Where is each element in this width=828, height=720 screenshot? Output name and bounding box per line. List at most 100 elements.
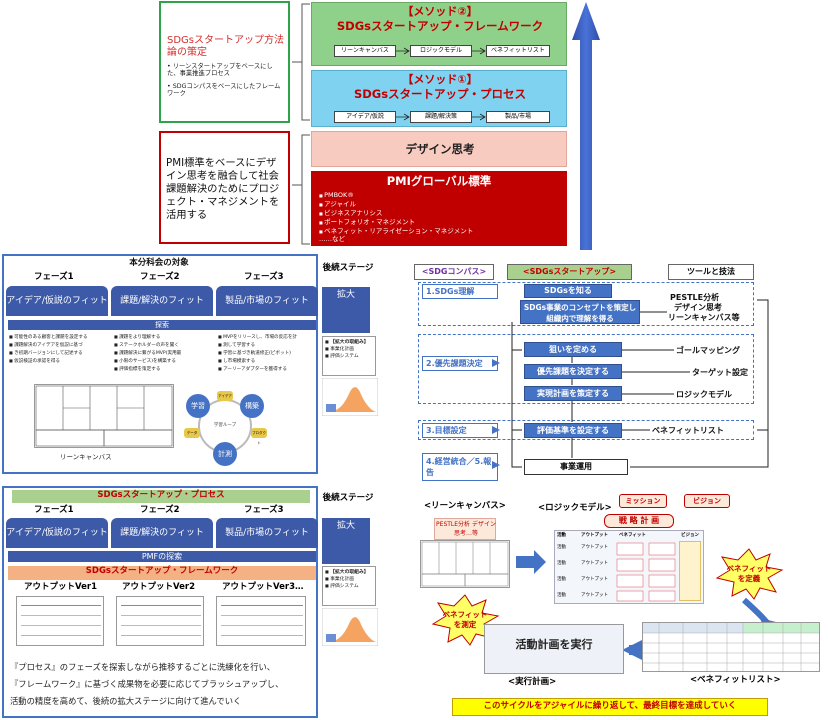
lean-canvas-thumbnail [34, 384, 174, 448]
cycle-small-data: データ [184, 428, 200, 438]
lm-col-vision: ビジョン [681, 533, 699, 538]
pmi-item: アジャイル [319, 200, 473, 209]
caption-line-3: 活動の精度を高めて、後続の拡大ステージに向けて進んでいく [10, 696, 242, 706]
step-3-text: 3.目標設定 [426, 426, 467, 435]
sdg-compass-panel: <SDGコンパス> <SDGsスタートアップ> ツールと技法 1.SDGs理解 … [412, 262, 826, 484]
later-items-2: 【拡大の取組み】 事業化計画 評価システム [325, 569, 369, 591]
thumb-line [221, 635, 303, 636]
cycle-small-idea: アイデア [217, 391, 233, 401]
lm-cell: アウトプット [581, 593, 608, 598]
phase1-list: 可能性のある顧客と課題を設定する 課題解決のアイデアを仮説に基づ き初期バージョ… [9, 334, 88, 366]
method2-arrows [396, 47, 486, 55]
list-item: アーリーアダプターを獲得する [218, 366, 297, 374]
thumb-line [21, 615, 101, 616]
list-item: 学習に基づき軌道修正(ピボット) [218, 350, 297, 358]
benefit-measure-text: ベネフィットを測定 [442, 610, 488, 629]
step-group-1 [418, 282, 754, 326]
pmi-item: ベネフィット・リアライゼーション・マネジメント [319, 227, 473, 236]
lean-phase-panel: 本分科会の対象 フェーズ1 フェーズ2 フェーズ3 アイデア/仮説のフィット 課… [2, 254, 318, 474]
tool-goal-mapping: ゴールマッピング [676, 346, 740, 355]
list-item: 小限のサービス)を構築する [114, 358, 181, 366]
design-thinking-box: デザイン思考 [311, 131, 567, 167]
agile-footer-text: このサイクルをアジャイルに繰り返して、最終目標を達成していく [483, 701, 737, 711]
method2-step-2: ロジックモデル [410, 45, 472, 57]
pmi-description-box: PMI標準をベースにデザイン思考を融合して社会課題解決のためにプロジェクト・マネ… [159, 131, 290, 244]
step-2-text: 2.優先課題決定 [426, 359, 483, 368]
output-label-3: アウトプットVer3… [222, 582, 304, 592]
tool-benefit: ベネフィットリスト [652, 426, 724, 435]
phase-box-1: アイデア/仮説のフィット [6, 286, 108, 316]
phase-label-1: フェーズ1 [34, 505, 74, 515]
header-tools-text: ツールと技法 [687, 267, 735, 276]
bracket-lines [292, 3, 310, 245]
pmi-item: ポートフォリオ・マネジメント [319, 218, 473, 227]
growth-chart-icon-2 [322, 608, 378, 646]
panel-title: 本分科会の対象 [129, 258, 189, 268]
agile-cycle-panel: <リーンキャンバス> PESTLE分析 デザイン思考…等 <ロジックモデル> ミ… [414, 486, 826, 718]
later-stage-label-2: 後続ステージ [322, 493, 374, 503]
pmi-item: PMBOK® [319, 191, 473, 200]
framework-label: SDGsスタートアップ・フレームワーク [85, 566, 239, 576]
box-plan: 実現計画を策定する [524, 386, 622, 401]
list-item: 課題解決のアイデアを仮説に基づ [9, 342, 88, 350]
vision-label: ビジョン [684, 494, 730, 508]
output-label-1: アウトプットVer1 [24, 582, 97, 592]
method1-box: 【メソッド①】 SDGsスタートアップ・プロセス アイデア/仮説 課題/解決策 … [311, 70, 567, 127]
box-operation: 事業運用 [524, 459, 628, 475]
output-thumbnail-3 [216, 596, 306, 646]
vision-text: ビジョン [693, 497, 721, 505]
method1-step-1: アイデア/仮説 [334, 111, 396, 123]
methodology-box: SDGsスタートアップ方法論の策定 • リーンスタートアップをベースにした、事業… [159, 1, 290, 123]
thumb-line [121, 635, 201, 636]
list-item: 【拡大の取組み】 [325, 339, 368, 346]
header-tools: ツールと技法 [668, 264, 754, 280]
list-item: 評価システム [325, 353, 369, 360]
lm-row: 活動 [557, 561, 566, 566]
later-items-1: 【拡大の取組み】 事業化計画 評価システム [325, 339, 369, 361]
lm-cell: アウトプット [581, 545, 608, 550]
top-section: SDGsスタートアップ方法論の策定 • リーンスタートアップをベースにした、事業… [0, 0, 828, 250]
lean-canvas-mini [421, 541, 509, 587]
tool-target: ターゲット設定 [692, 368, 748, 377]
lm-cells [616, 542, 676, 602]
right-arrow-icon [516, 550, 546, 574]
thumb-line [221, 605, 303, 606]
expand-label-2: 拡大 [336, 521, 355, 531]
lm-cell: アウトプット [581, 561, 608, 566]
methodology-title: SDGsスタートアップ方法論の策定 [167, 35, 285, 58]
later-items-box-2: 【拡大の取組み】 事業化計画 評価システム [322, 566, 376, 606]
lean-canvas-image [420, 540, 510, 588]
lm-col-benefit: ベネフィット [619, 533, 646, 538]
cycle-center-label: 学習ループ [213, 423, 237, 428]
lm-row: 活動 [557, 593, 566, 598]
lm-col-activity: 活動 [557, 533, 566, 538]
benefit-list-grid [643, 623, 819, 671]
lean-canvas-title: <リーンキャンバス> [424, 501, 506, 511]
pmf-label: PMFの探索 [141, 552, 183, 561]
tool-logic: ロジックモデル [676, 390, 732, 399]
list-item: き初期バージョンにして記述する [9, 350, 88, 358]
caption-line-2: 『フレームワーク』に基づく成果物を必要に応じてブラッシュアップし、 [10, 679, 284, 689]
header-sdgs-startup-text: <SDGsスタートアップ> [522, 267, 617, 276]
method2-label: 【メソッド②】 [402, 5, 478, 18]
step-group-2 [418, 334, 754, 404]
flow-connectors [492, 299, 769, 469]
process-title: SDGsスタートアップ・プロセス [97, 490, 225, 500]
phase-box-2: 課題/解決のフィット [111, 286, 213, 316]
phase-label-2: フェーズ2 [140, 272, 180, 282]
method1-title: SDGsスタートアップ・プロセス [353, 87, 527, 101]
expand-box-2: 拡大 [322, 518, 370, 564]
method1-step-3: 製品/市場 [486, 111, 550, 123]
design-thinking-label: デザイン思考 [405, 142, 475, 156]
expand-label-1: 拡大 [336, 290, 355, 300]
method2-box: 【メソッド②】 SDGsスタートアップ・フレームワーク リーンキャンバス ロジッ… [311, 2, 567, 66]
header-sdg-compass: <SDGコンパス> [414, 264, 494, 280]
step-2: 2.優先課題決定 [422, 356, 498, 371]
output-thumbnail-1 [16, 596, 104, 646]
list-item: 評価システム [325, 583, 369, 590]
tool-lean: リーンキャンバス等 [668, 313, 740, 322]
lm-row: 活動 [557, 577, 566, 582]
phase-box-2: 課題/解決のフィット [111, 518, 213, 548]
tool-design: デザイン思考 [674, 303, 722, 312]
box-criteria: 評価基準を設定する [524, 423, 622, 438]
